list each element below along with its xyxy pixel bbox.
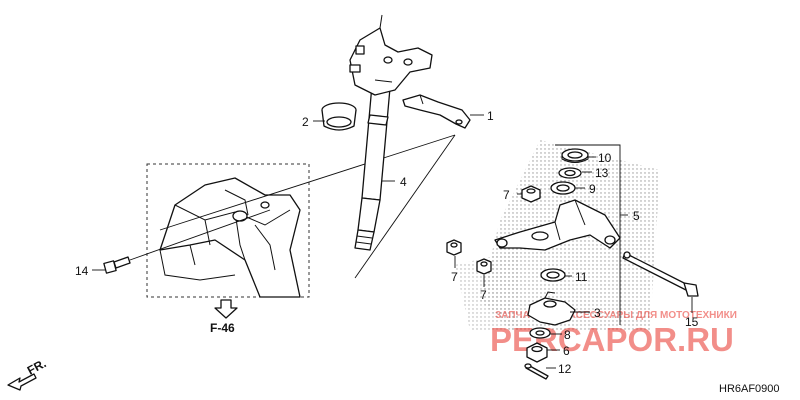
- direction-arrow-fr: FR.: [7, 356, 49, 391]
- callout-6: 6: [563, 344, 570, 358]
- bearing-9: [550, 181, 576, 195]
- callout-13: 13: [595, 166, 609, 180]
- callout-11: 11: [575, 270, 588, 284]
- callout-4: 4: [400, 175, 407, 189]
- clip-1: [402, 94, 471, 129]
- seal-11: [540, 268, 566, 282]
- bushing-2: [321, 102, 357, 131]
- callout-15: 15: [685, 315, 699, 329]
- bolt-15: [622, 251, 699, 297]
- callout-7c: 7: [480, 288, 487, 302]
- callout-7a: 7: [503, 188, 510, 202]
- arm-assembly-5: [494, 199, 621, 251]
- cotter-pin-12: [524, 363, 549, 380]
- watermark-line1: ЗАПЧАСТИ И АКСЕССУАРЫ ДЛЯ МОТОТЕХНИКИ: [495, 310, 737, 321]
- group-bracket-5: [555, 144, 628, 325]
- diagram-code: HR6AF0900: [719, 383, 780, 395]
- callout-8: 8: [564, 328, 571, 342]
- seal-10: [561, 148, 589, 163]
- washer-8: [529, 327, 551, 339]
- leader-lines: [92, 114, 693, 369]
- nut-7b: [446, 239, 462, 256]
- nut-6: [526, 342, 548, 363]
- callout-3: 3: [594, 306, 601, 320]
- steering-shaft-4: [349, 14, 433, 251]
- callout-1: 1: [487, 109, 494, 123]
- callout-7b: 7: [451, 270, 458, 284]
- callout-10: 10: [598, 151, 612, 165]
- frame-section: [146, 163, 310, 298]
- guide-lines: [129, 134, 456, 279]
- reference-f46: F-46: [210, 299, 238, 335]
- callout-12: 12: [558, 362, 572, 376]
- callout-14: 14: [75, 264, 89, 278]
- washer-13: [558, 167, 582, 179]
- callouts: 1 2 3 4 5 6 7 7 7 8 9 10 11 12 13 14 15: [75, 109, 699, 376]
- callout-2: 2: [302, 115, 309, 129]
- nut-7c: [476, 258, 492, 275]
- direction-label: FR.: [25, 356, 49, 377]
- arm-3: [527, 291, 576, 326]
- reference-label: F-46: [210, 321, 235, 335]
- bolt-14: [103, 256, 131, 274]
- nut-7a: [521, 185, 541, 203]
- callout-9: 9: [589, 182, 596, 196]
- callout-5: 5: [633, 209, 640, 223]
